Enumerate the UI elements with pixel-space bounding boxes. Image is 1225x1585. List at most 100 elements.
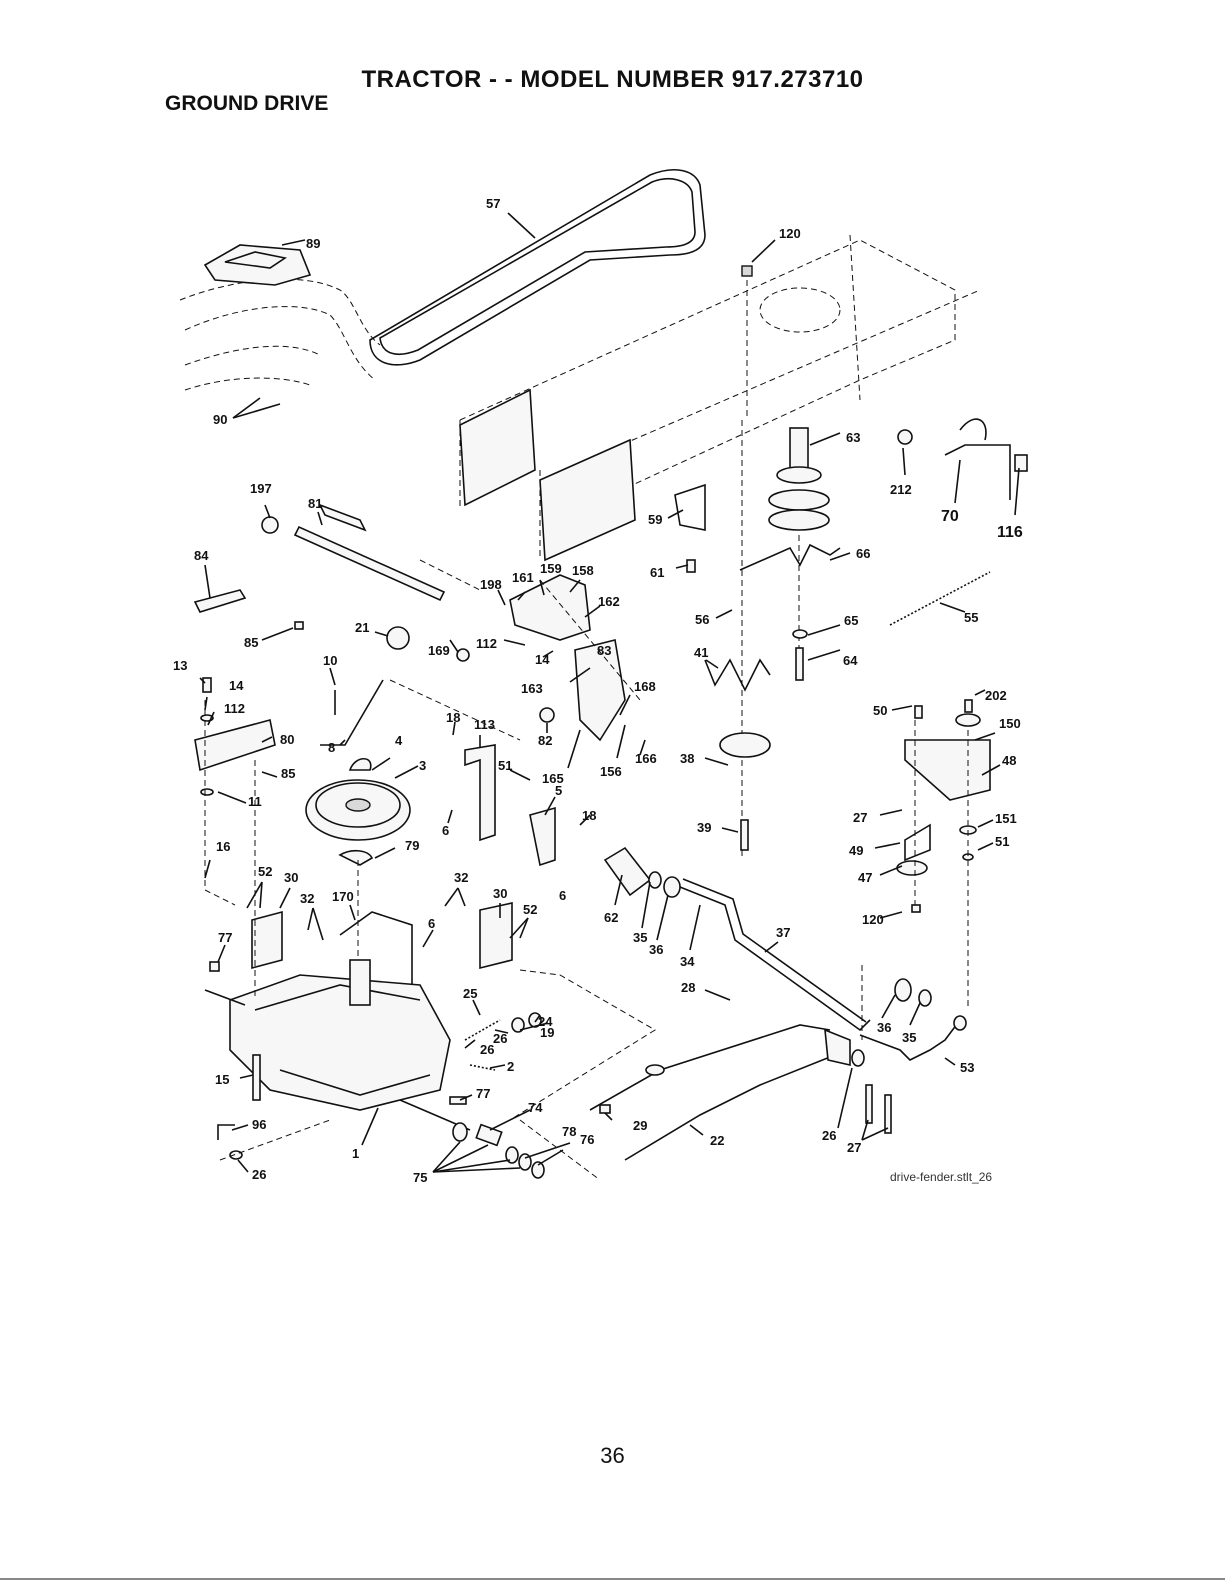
callout-170: 170 <box>332 889 354 904</box>
callout-35: 35 <box>902 1030 916 1045</box>
callout-61: 61 <box>650 565 664 580</box>
callout-120: 120 <box>862 912 884 927</box>
callout-59: 59 <box>648 512 662 527</box>
callout-21: 21 <box>355 620 369 635</box>
callout-79: 79 <box>405 838 419 853</box>
callout-10: 10 <box>323 653 337 668</box>
callout-165: 165 <box>542 771 564 786</box>
callout-11: 11 <box>248 794 262 809</box>
callout-85: 85 <box>244 635 258 650</box>
callout-19: 19 <box>540 1025 554 1040</box>
callout-3: 3 <box>419 758 426 773</box>
callout-89: 89 <box>306 236 320 251</box>
callout-29: 29 <box>633 1118 647 1133</box>
callout-51: 51 <box>995 834 1009 849</box>
callout-168: 168 <box>634 679 656 694</box>
callout-96: 96 <box>252 1117 266 1132</box>
callout-18: 18 <box>446 710 460 725</box>
callout-62: 62 <box>604 910 618 925</box>
callout-16: 16 <box>216 839 230 854</box>
callout-32: 32 <box>454 870 468 885</box>
callout-26: 26 <box>822 1128 836 1143</box>
callout-18: 18 <box>582 808 596 823</box>
callout-8: 8 <box>328 740 335 755</box>
callout-47: 47 <box>858 870 872 885</box>
callout-113: 113 <box>474 717 495 732</box>
callout-38: 38 <box>680 751 694 766</box>
leader-lines <box>199 212 1020 1173</box>
callout-24: 24 <box>538 1014 553 1029</box>
callout-112: 112 <box>224 701 245 716</box>
callout-37: 37 <box>776 925 790 940</box>
callout-169: 169 <box>428 643 450 658</box>
callout-2: 2 <box>507 1059 514 1074</box>
callout-63: 63 <box>846 430 860 445</box>
callout-76: 76 <box>580 1132 594 1147</box>
callout-120: 120 <box>779 226 801 241</box>
callout-77: 77 <box>476 1086 490 1101</box>
callout-4: 4 <box>395 733 403 748</box>
callout-83: 83 <box>597 643 611 658</box>
callout-57: 57 <box>486 196 500 211</box>
callout-22: 22 <box>710 1133 724 1148</box>
callout-32: 32 <box>300 891 314 906</box>
callout-75: 75 <box>413 1170 427 1185</box>
callout-6: 6 <box>559 888 566 903</box>
callout-49: 49 <box>849 843 863 858</box>
callout-85: 85 <box>281 766 295 781</box>
callout-labels: 57 89 120 90 63 212 70 116 197 81 59 66 … <box>173 196 1023 1185</box>
callout-156: 156 <box>600 764 622 779</box>
callout-14: 14 <box>535 652 550 667</box>
callout-161: 161 <box>512 570 534 585</box>
page-number: 36 <box>600 1443 625 1468</box>
callout-15: 15 <box>215 1072 229 1087</box>
callout-26: 26 <box>252 1167 266 1182</box>
callout-80: 80 <box>280 732 294 747</box>
callout-81: 81 <box>308 496 322 511</box>
callout-77: 77 <box>218 930 232 945</box>
callout-202: 202 <box>985 688 1007 703</box>
callout-51: 51 <box>498 758 512 773</box>
callout-27: 27 <box>853 810 867 825</box>
callout-74: 74 <box>528 1100 543 1115</box>
callout-14: 14 <box>229 678 244 693</box>
callout-158: 158 <box>572 563 594 578</box>
callout-212: 212 <box>890 482 912 497</box>
callout-151: 151 <box>995 811 1017 826</box>
callout-1: 1 <box>352 1146 359 1161</box>
bottom-rule <box>0 1578 1225 1580</box>
callout-163: 163 <box>521 681 543 696</box>
callout-27: 27 <box>847 1140 861 1155</box>
callout-56: 56 <box>695 612 709 627</box>
callout-41: 41 <box>694 645 708 660</box>
callout-52: 52 <box>523 902 537 917</box>
callout-197: 197 <box>250 481 272 496</box>
callout-5: 5 <box>555 783 562 798</box>
callout-52: 52 <box>258 864 272 879</box>
callout-159: 159 <box>540 561 562 576</box>
callout-26: 26 <box>480 1042 494 1057</box>
callout-55: 55 <box>964 610 978 625</box>
callout-53: 53 <box>960 1060 974 1075</box>
callout-70: 70 <box>941 508 959 525</box>
callout-48: 48 <box>1002 753 1016 768</box>
callout-50: 50 <box>873 703 887 718</box>
parts-artwork <box>179 169 1028 1181</box>
callout-162: 162 <box>598 594 620 609</box>
callout-65: 65 <box>844 613 858 628</box>
callout-116: 116 <box>997 524 1023 541</box>
callout-30: 30 <box>284 870 298 885</box>
callout-13: 13 <box>173 658 187 673</box>
callout-112: 112 <box>476 636 497 651</box>
callout-36: 36 <box>877 1020 891 1035</box>
callout-150: 150 <box>999 716 1021 731</box>
section-title: GROUND DRIVE <box>165 92 329 115</box>
callout-6: 6 <box>428 916 435 931</box>
callout-64: 64 <box>843 653 858 668</box>
callout-82: 82 <box>538 733 552 748</box>
callout-166: 166 <box>635 751 657 766</box>
callout-6: 6 <box>442 823 449 838</box>
callout-25: 25 <box>463 986 477 1001</box>
page-title: TRACTOR - - MODEL NUMBER 917.273710 <box>361 66 864 93</box>
